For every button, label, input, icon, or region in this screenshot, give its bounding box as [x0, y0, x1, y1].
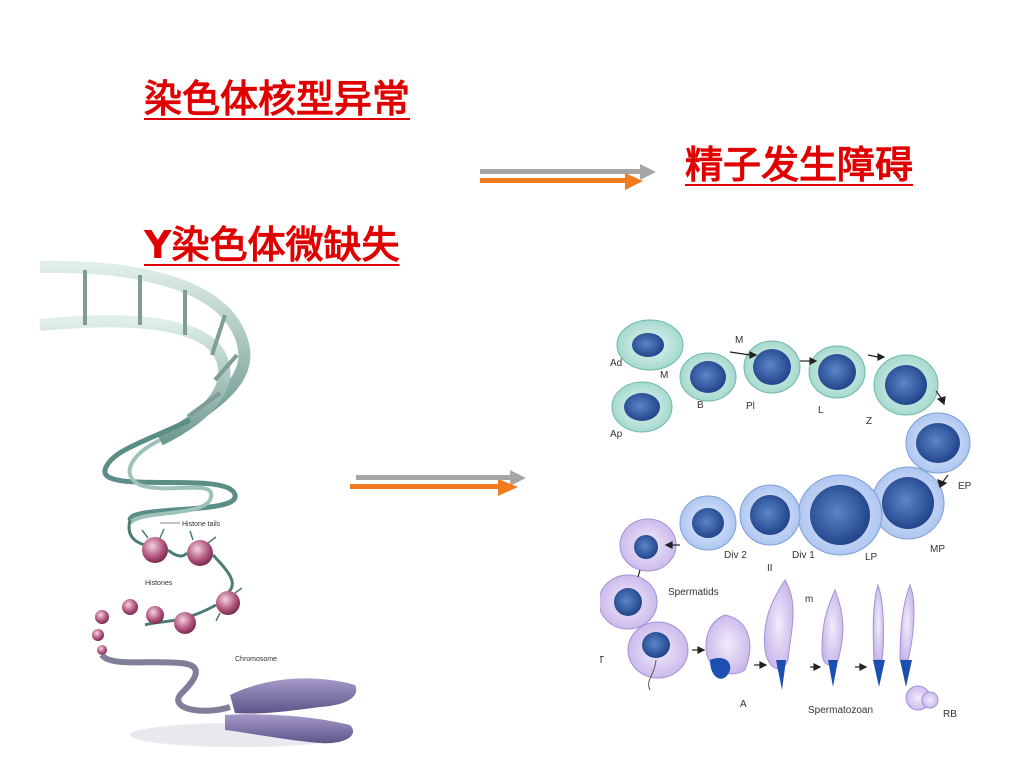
heading-y-microdeletion: Y染色体微缺失 — [144, 223, 400, 267]
label-pl: Pl — [746, 401, 755, 412]
label-rb: RB — [943, 709, 957, 720]
label-l: L — [818, 405, 824, 416]
label-b: B — [697, 400, 704, 411]
label-spermatids: Spermatids — [668, 587, 719, 598]
label-lp: LP — [865, 552, 878, 563]
label-spermatozoan: Spermatozoan — [808, 705, 873, 716]
label-m-1: M — [735, 335, 743, 346]
label-div-1: Div 1 — [792, 550, 815, 561]
label-mp: MP — [930, 544, 945, 555]
arrow-right-middle — [350, 470, 526, 496]
label-ii: II — [767, 563, 773, 574]
label-ad: Ad — [610, 358, 622, 369]
label-chromosome: Chromosome — [235, 656, 277, 663]
label-histones: Histones — [145, 580, 173, 587]
label-ep: EP — [958, 481, 972, 492]
arrow-right-top — [480, 164, 656, 190]
label-histone-tails: Histone tails — [182, 521, 221, 528]
heading-karyotype-abnormal: 染色体核型异常 — [144, 77, 411, 121]
label-ap: Ap — [610, 429, 623, 440]
label-div-2: Div 2 — [724, 550, 747, 561]
label-z: Z — [866, 416, 872, 427]
dna-chromatin-illustration: Histone tails Histones Chromosome — [39, 260, 357, 747]
heading-spermatogenesis-disorder: 精子发生障碍 — [685, 143, 914, 187]
label-m-small: m — [805, 594, 813, 605]
label-t: T — [600, 655, 604, 666]
label-a-2: A — [740, 699, 747, 710]
label-m-2: M — [660, 370, 668, 381]
spermatogenesis-illustration: Ad Ap M M B Pl L Z EP MP LP Div 1 Div 2 … — [600, 319, 972, 720]
